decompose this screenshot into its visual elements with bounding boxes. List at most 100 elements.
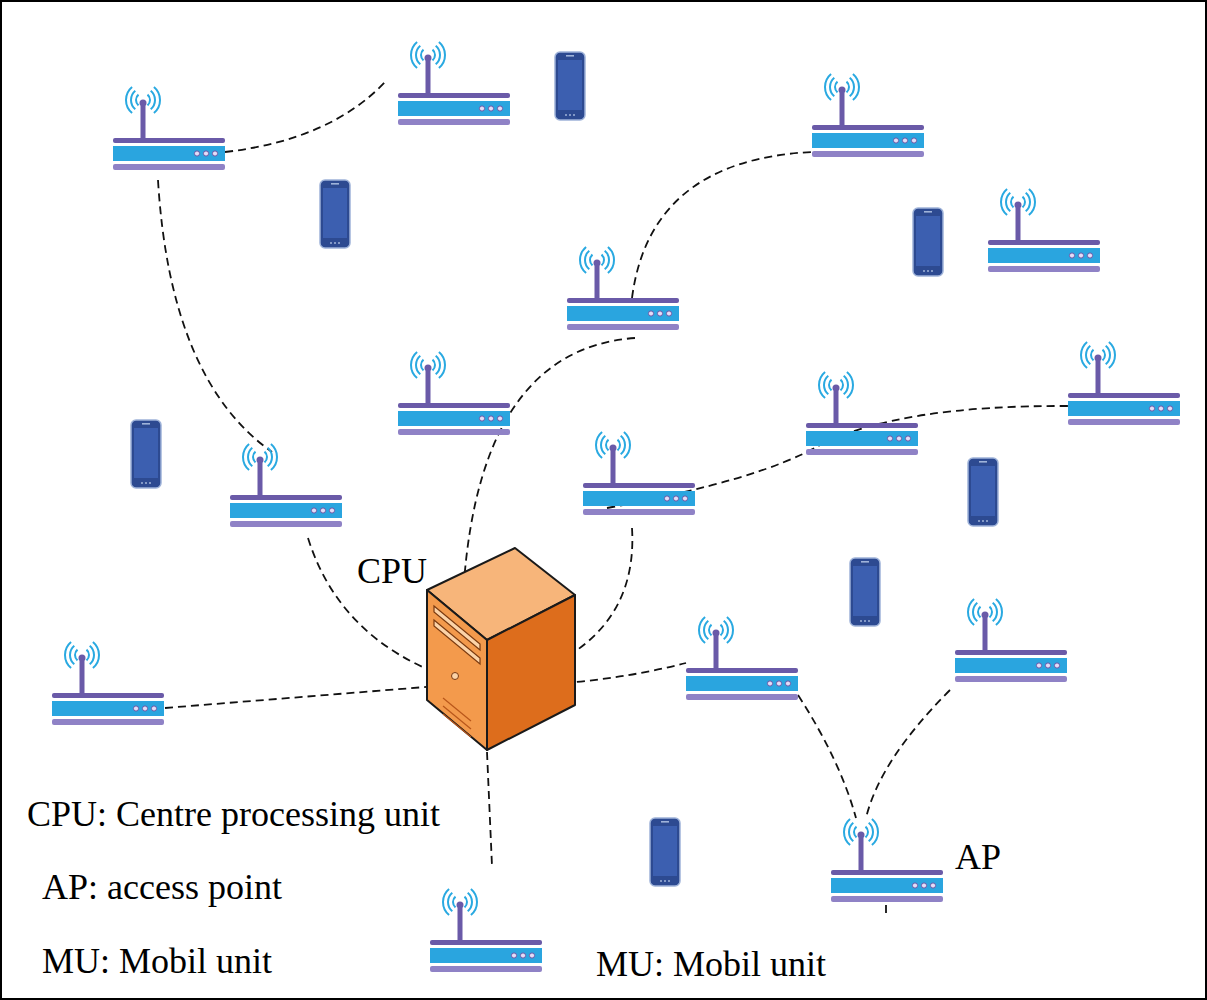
phone-body xyxy=(968,458,998,526)
antenna-tip xyxy=(457,902,464,909)
phone-button xyxy=(864,620,866,622)
router-led xyxy=(905,436,910,441)
phone-button xyxy=(927,270,929,272)
phone-button xyxy=(149,482,151,484)
access-point-node: AP xyxy=(831,798,1011,910)
signal-wave xyxy=(1081,342,1087,368)
signal-wave xyxy=(973,603,977,621)
dashed-link xyxy=(158,180,272,452)
antenna xyxy=(834,391,839,423)
router-led xyxy=(488,416,493,421)
router-band xyxy=(230,503,342,518)
signal-wave xyxy=(720,625,723,636)
router-band xyxy=(955,658,1067,673)
antenna xyxy=(426,371,431,403)
access-point-icon xyxy=(812,74,924,157)
router-led xyxy=(1078,253,1083,258)
access-point-icon xyxy=(567,247,679,330)
signal-wave xyxy=(154,87,160,113)
signal-wave xyxy=(421,50,424,61)
router-band xyxy=(1068,401,1180,416)
router-led xyxy=(682,496,687,501)
signal-wave xyxy=(606,440,609,451)
dashed-link xyxy=(165,685,450,708)
signal-wave xyxy=(724,621,728,639)
router-base xyxy=(230,521,342,527)
router-band xyxy=(806,431,918,446)
router-led xyxy=(320,508,325,513)
antenna xyxy=(258,463,263,495)
signal-wave xyxy=(248,448,252,466)
dashed-link xyxy=(885,905,887,918)
signal-wave xyxy=(1091,350,1094,361)
power-button xyxy=(452,673,459,680)
antenna-tip xyxy=(1095,355,1102,362)
signal-wave xyxy=(464,897,467,908)
phone-button xyxy=(334,242,336,244)
signal-wave xyxy=(819,372,825,398)
signal-wave xyxy=(468,893,472,911)
router-led xyxy=(785,681,790,686)
signal-wave xyxy=(854,827,857,838)
signal-wave xyxy=(989,607,992,618)
antenna-tip xyxy=(833,385,840,392)
antenna-tip xyxy=(713,630,720,637)
mobile-unit-icon xyxy=(555,52,585,120)
router-band xyxy=(812,133,924,148)
router-led xyxy=(529,953,534,958)
signal-wave xyxy=(830,78,834,96)
router-band xyxy=(113,146,225,161)
signal-wave xyxy=(131,91,135,109)
signal-wave xyxy=(585,251,589,269)
signal-wave xyxy=(835,82,838,93)
signal-wave xyxy=(869,823,873,841)
phone-button xyxy=(664,880,666,882)
router-base xyxy=(806,449,918,455)
signal-wave xyxy=(709,625,712,636)
signal-wave xyxy=(849,823,853,841)
signal-wave xyxy=(865,827,868,838)
router-led xyxy=(1087,253,1092,258)
router-led xyxy=(902,138,907,143)
phone-button xyxy=(338,242,340,244)
signal-wave xyxy=(268,448,272,466)
antenna xyxy=(714,636,719,668)
signal-wave xyxy=(70,646,74,664)
access-point-icon xyxy=(398,352,510,435)
signal-wave xyxy=(608,247,614,273)
node-label: CPU xyxy=(357,551,427,592)
phone-button xyxy=(565,114,567,116)
antenna xyxy=(1096,361,1101,393)
vent-line xyxy=(443,714,471,737)
signal-wave xyxy=(996,599,1002,625)
router-band xyxy=(831,878,943,893)
phone-button xyxy=(660,880,662,882)
phone-button xyxy=(986,520,988,522)
mobile-unit-icon xyxy=(131,420,161,488)
signal-wave xyxy=(829,380,832,391)
router-led xyxy=(1054,663,1059,668)
router-top xyxy=(831,870,943,875)
legend-text: CPU: Centre processing unit xyxy=(27,794,440,835)
phone-speaker xyxy=(142,423,150,425)
signal-wave xyxy=(853,74,859,100)
cpu-server-icon xyxy=(427,548,575,750)
signal-wave xyxy=(271,444,277,470)
antenna-tip xyxy=(257,457,264,464)
router-led xyxy=(133,706,138,711)
router-led xyxy=(497,416,502,421)
access-point-icon xyxy=(52,642,164,725)
router-led xyxy=(887,436,892,441)
signal-wave xyxy=(439,42,445,68)
signal-wave xyxy=(704,621,708,639)
phone-button xyxy=(923,270,925,272)
antenna-tip xyxy=(839,87,846,94)
router-led xyxy=(648,311,653,316)
cpu-node: CPU xyxy=(355,548,580,753)
antenna xyxy=(141,106,146,138)
signal-wave xyxy=(1026,193,1030,211)
router-base xyxy=(812,151,924,157)
router-top xyxy=(806,423,918,428)
signal-wave xyxy=(872,819,878,845)
